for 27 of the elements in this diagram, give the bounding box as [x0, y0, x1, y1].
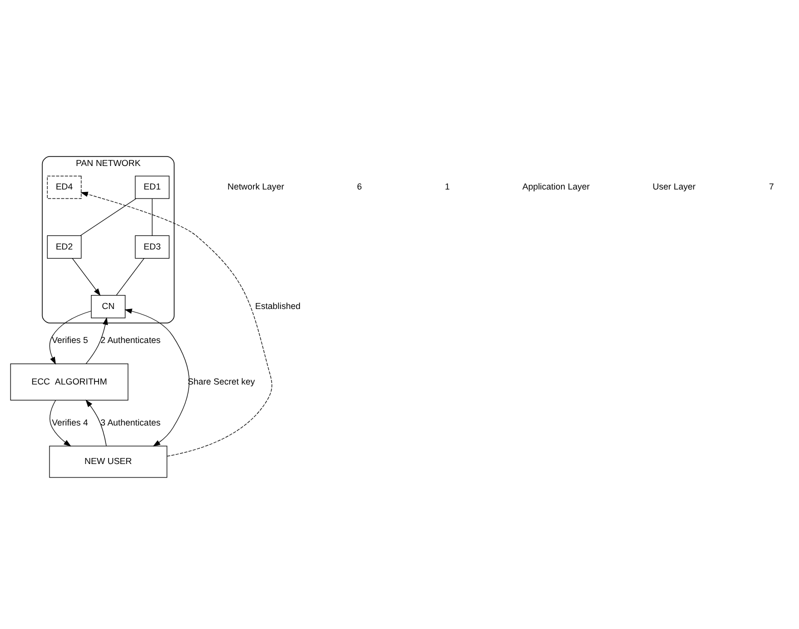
edge-label: 2 Authenticates — [100, 335, 161, 346]
edge-label: Established — [255, 300, 301, 311]
label: 1 — [444, 182, 450, 192]
connector — [80, 198, 136, 236]
node-box: CN — [90, 295, 126, 318]
arrow — [86, 400, 107, 446]
arrow — [86, 317, 108, 364]
node-box: ED2 — [46, 235, 82, 259]
label: 6 — [357, 182, 362, 192]
node-box: ED4 — [46, 176, 82, 199]
label: Network Layer — [228, 182, 284, 192]
node-box: ED1 — [134, 176, 170, 199]
edge-label: Verifies 4 — [52, 417, 88, 428]
node-box: ED3 — [134, 235, 170, 259]
node-box: NEW USER — [49, 446, 168, 478]
arrow — [72, 258, 101, 296]
edge-label: Verifies 5 — [52, 335, 88, 346]
node-box: ECC ALGORITHM — [10, 364, 128, 401]
arrow — [80, 192, 272, 457]
arrow — [49, 310, 92, 365]
label: 7 — [769, 182, 774, 192]
arrow — [50, 400, 72, 447]
label: Application Layer — [522, 182, 590, 192]
arrow — [124, 308, 190, 447]
label: User Layer — [652, 182, 696, 192]
connector — [116, 258, 144, 296]
edge-label: 3 Authenticates — [100, 417, 161, 428]
